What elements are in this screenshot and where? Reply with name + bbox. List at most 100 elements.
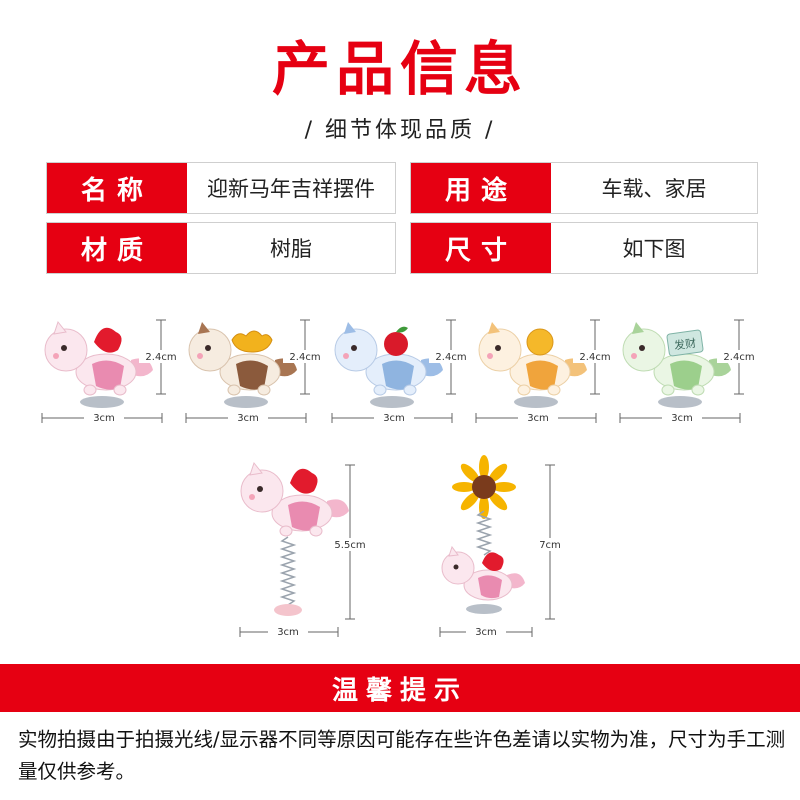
gift-bag-decoration: [482, 552, 504, 571]
width-label: 3cm: [527, 413, 549, 424]
pony-ear: [448, 545, 459, 557]
spring-coil: [279, 536, 297, 606]
pony-leg: [113, 384, 127, 396]
height-label: 2.4cm: [289, 352, 320, 363]
spec-material-row: 材质 树脂: [46, 222, 396, 274]
pony-leg: [83, 384, 97, 396]
spec-value: 迎新马年吉祥摆件: [187, 163, 395, 213]
pony-ear: [53, 320, 67, 335]
pony-saddle: [236, 360, 268, 390]
height-label: 7cm: [539, 540, 561, 551]
pony-ear: [632, 322, 644, 334]
pony-saddle: [382, 360, 414, 390]
pony-tail: [327, 499, 349, 518]
pony-eye: [495, 345, 501, 351]
height-label: 2.4cm: [145, 352, 176, 363]
pony-eye: [61, 345, 67, 351]
product-figure-spring: 3cm 5.5cm: [239, 461, 374, 638]
pony-leg: [661, 384, 675, 396]
width-label: 3cm: [475, 627, 497, 638]
notice-text: 实物拍摄由于拍摄光线/显示器不同等原因可能存在些许色差请以实物为准，尺寸为手工测…: [18, 728, 786, 783]
label-background: [662, 411, 702, 424]
product-figure-5: 发财 3cm 2.4cm: [619, 319, 761, 424]
spec-value: 树脂: [187, 223, 395, 273]
apple-decoration: [384, 332, 408, 356]
pony-cheek: [631, 353, 637, 359]
spec-value: 车载、家居: [551, 163, 757, 213]
pony-saddle: [526, 360, 558, 390]
gold-coin-decoration: [526, 328, 554, 356]
pony-cheek: [343, 353, 349, 359]
pony-eye: [205, 345, 211, 351]
gift-bag-decoration: [290, 468, 318, 494]
page-subtitle: / 细节体现品质 /: [304, 118, 496, 143]
pony-cheek: [197, 353, 203, 359]
spring-coil: [475, 510, 493, 556]
spec-value: 如下图: [551, 223, 757, 273]
height-label: 2.4cm: [579, 352, 610, 363]
apple-leaf: [396, 326, 408, 333]
spec-label: 名称: [47, 163, 187, 213]
fa-cai-sign-text: 发财: [673, 336, 697, 353]
pony-ear: [198, 322, 210, 334]
pony-leg: [691, 384, 705, 396]
label-background: [268, 625, 308, 638]
metal-base: [224, 396, 268, 408]
flower-base: [274, 604, 302, 616]
pony-leg: [403, 384, 417, 396]
label-background: [532, 538, 568, 551]
pony-cheek: [53, 353, 59, 359]
product-figure-2: 3cm 2.4cm: [185, 319, 327, 424]
pony-saddle: [478, 575, 502, 599]
pony-eye: [351, 345, 357, 351]
pony-leg: [279, 525, 293, 537]
height-label: 2.4cm: [435, 352, 466, 363]
spec-label: 用途: [411, 163, 551, 213]
label-background: [283, 350, 327, 363]
pony-saddle: [670, 360, 702, 390]
label-background: [466, 625, 506, 638]
gift-bag-decoration: [94, 327, 122, 353]
sunflower-decoration: [452, 455, 516, 519]
pony-leg: [309, 525, 323, 537]
page-title: 产品信息: [0, 22, 800, 106]
metal-base: [466, 604, 502, 614]
height-label: 5.5cm: [334, 540, 365, 551]
label-background: [374, 411, 414, 424]
label-background: [518, 411, 558, 424]
width-label: 3cm: [383, 413, 405, 424]
gold-ingot-decoration: [231, 330, 273, 353]
metal-base: [658, 396, 702, 408]
pony-eye: [453, 564, 459, 570]
product-figure-4: 3cm 2.4cm: [475, 319, 617, 424]
fa-cai-sign-decoration: [666, 329, 704, 357]
width-label: 3cm: [277, 627, 299, 638]
metal-base: [80, 396, 124, 408]
pony-eye: [257, 486, 263, 492]
product-figure-sunflower: 3cm 7cm: [439, 455, 568, 638]
label-background: [84, 411, 124, 424]
pony-leg: [257, 384, 271, 396]
pony-cheek: [487, 353, 493, 359]
pony-eye: [639, 345, 645, 351]
label-background: [228, 411, 268, 424]
product-figure-3: 3cm 2.4cm: [331, 319, 473, 424]
label-background: [330, 538, 374, 551]
pony-ear: [249, 461, 263, 476]
width-label: 3cm: [237, 413, 259, 424]
pony-leg: [517, 384, 531, 396]
spec-usage-row: 用途 车载、家居: [410, 162, 758, 214]
label-background: [717, 350, 761, 363]
metal-base: [370, 396, 414, 408]
metal-base: [514, 396, 558, 408]
label-background: [573, 350, 617, 363]
pony-saddle: [288, 501, 320, 531]
label-background: [139, 350, 183, 363]
pony-ear: [344, 322, 356, 334]
height-label: 2.4cm: [723, 352, 754, 363]
product-figure-1: 3cm 2.4cm: [41, 319, 183, 424]
pony-cheek: [249, 494, 255, 500]
width-label: 3cm: [671, 413, 693, 424]
pony-ear: [488, 322, 500, 334]
spec-label: 尺寸: [411, 223, 551, 273]
